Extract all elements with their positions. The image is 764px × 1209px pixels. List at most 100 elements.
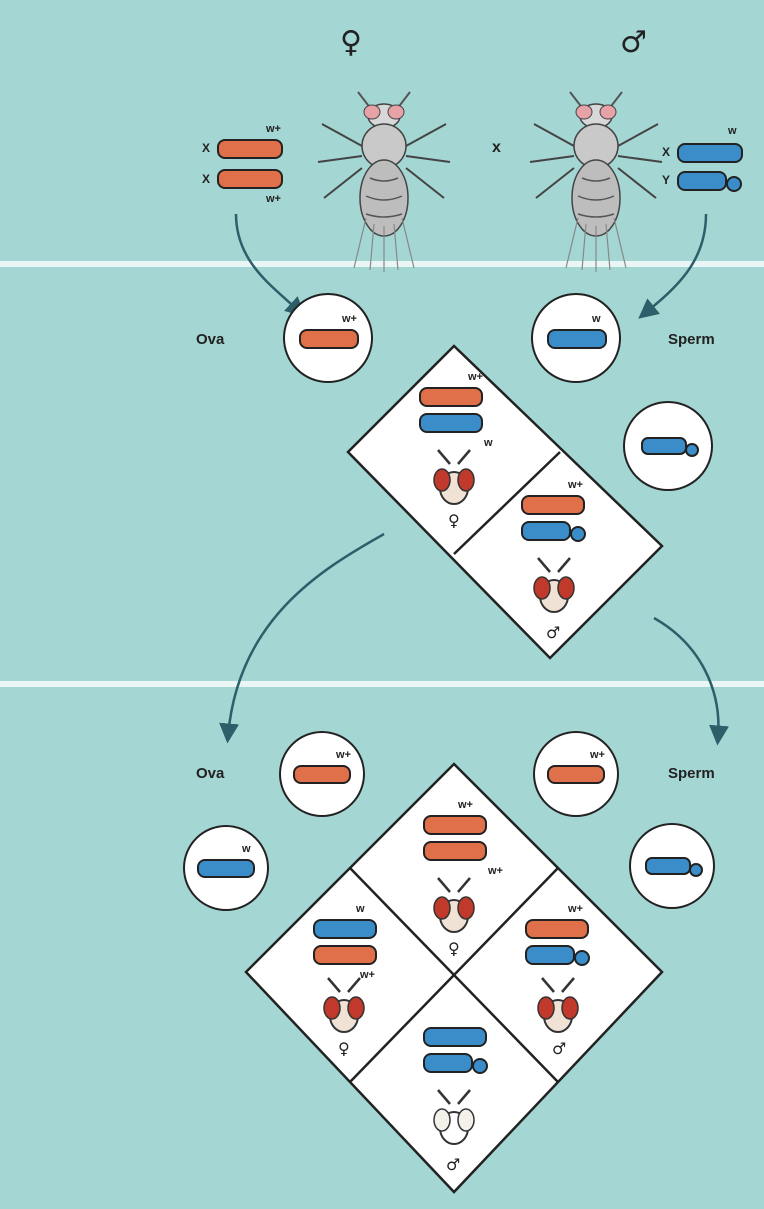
f2-ovum-white-gamete: w (183, 825, 269, 911)
f2-punnett-square (244, 762, 664, 1194)
allele-label: w+ (359, 969, 375, 981)
f1-female-offspring: w+ w ♀ (419, 371, 493, 530)
f1-generation-label: F1 Generation (34, 513, 194, 595)
f2-ovum-wild-type-gamete: w+ (279, 731, 365, 817)
y-chromosome-hook (570, 526, 586, 542)
allele-label: w (727, 125, 737, 137)
allele-label: w+ (467, 371, 483, 383)
arrow-to-f2-sperm (653, 616, 729, 746)
f2-ova-label: Ova (196, 765, 225, 782)
red-eyed-fly-icon (537, 977, 579, 1033)
allele-label: w (591, 313, 601, 325)
f1-sperm-x-gamete: w (531, 293, 621, 383)
male-symbol: ♂ (552, 1039, 566, 1058)
y-chromosome-hook (472, 1058, 488, 1074)
x-label: X (202, 172, 210, 186)
y-chromosome-hook (689, 863, 703, 877)
f1-sperm-label: Sperm (668, 331, 715, 348)
allele-label: w+ (487, 865, 503, 877)
f2-sperm-y-gamete (629, 823, 715, 909)
f1-ova-label: Ova (196, 331, 225, 348)
x-chromosome-wild-type (217, 169, 283, 189)
y-chromosome (645, 857, 691, 875)
f2-generation-label: F2 Generation (34, 1108, 194, 1190)
x-chromosome-wild-type (423, 841, 487, 861)
female-symbol: ♀ (448, 939, 460, 958)
y-chromosome-hook (726, 176, 742, 192)
male-symbol: ♂ (446, 1155, 460, 1174)
p-male-fly-drawing (529, 91, 663, 273)
p-female-symbol: ♀ (340, 25, 362, 60)
allele-label: w (241, 843, 251, 855)
y-label: Y (662, 173, 670, 187)
f2-male-white-eyed-offspring: ♂ (423, 1027, 488, 1174)
x-chromosome-wild-type (293, 765, 351, 784)
allele-label: w+ (335, 749, 351, 761)
x-chromosome-wild-type (521, 495, 585, 515)
p-male-genotype: X Y w (662, 125, 743, 192)
x-chromosome-white (419, 413, 483, 433)
x-label: X (662, 145, 670, 159)
p-male-symbol: ♂ (620, 25, 647, 60)
arrow-to-ova (234, 213, 306, 318)
allele-label: w+ (567, 903, 583, 915)
red-eyed-fly-icon (433, 877, 475, 933)
y-chromosome-hook (685, 443, 699, 457)
cross-symbol: x (492, 139, 501, 156)
y-chromosome-hook (574, 950, 590, 966)
f2-generation-letter: F (106, 1122, 117, 1141)
x-chromosome-wild-type (419, 387, 483, 407)
x-chromosome-white (423, 1027, 487, 1047)
allele-label: w+ (457, 799, 473, 811)
white-eyed-fly-icon (433, 1089, 475, 1145)
x-chromosome-wild-type (525, 919, 589, 939)
y-chromosome (641, 437, 687, 455)
red-eyed-fly-icon (323, 977, 365, 1033)
f2-generation-subscript: 2 (116, 1133, 122, 1144)
allele-label: w+ (567, 479, 583, 491)
y-chromosome (521, 521, 571, 541)
f2-generation-word: Generation (76, 1143, 152, 1160)
y-chromosome (677, 171, 727, 191)
f2-female-heterozygous-offspring: w w+ ♀ (313, 903, 377, 1058)
x-chromosome-wild-type (423, 815, 487, 835)
f2-male-red-eyed-offspring: w+ ♂ (525, 903, 590, 1058)
f1-punnett-square (346, 344, 664, 660)
x-chromosome-white (313, 919, 377, 939)
x-chromosome-white (547, 329, 607, 349)
allele-label: w (355, 903, 365, 915)
x-chromosome-wild-type (217, 139, 283, 159)
p-female-fly-drawing (317, 91, 451, 273)
x-chromosome-wild-type (547, 765, 605, 784)
x-chromosome-white (677, 143, 743, 163)
f2-sperm-x-gamete: w+ (533, 731, 619, 817)
x-chromosome-wild-type (299, 329, 359, 349)
p-generation-letter: P (108, 34, 120, 53)
f1-generation-subscript: 1 (116, 538, 122, 549)
x-chromosome-wild-type (313, 945, 377, 965)
female-symbol: ♀ (338, 1039, 350, 1058)
red-eyed-fly-icon (533, 557, 575, 613)
f2-sperm-label: Sperm (668, 765, 715, 782)
y-chromosome (423, 1053, 473, 1073)
arrow-to-sperm (638, 213, 708, 319)
p-generation-label: P Generation (34, 22, 194, 104)
f1-generation-word: Generation (76, 548, 152, 565)
allele-label: w (483, 437, 493, 449)
x-label: X (202, 141, 210, 155)
allele-label: w+ (265, 193, 281, 205)
p-generation-word: Generation (76, 53, 152, 70)
male-symbol: ♂ (546, 623, 560, 642)
f1-sperm-y-gamete (623, 401, 713, 491)
arrow-to-f2-ova (219, 532, 385, 744)
allele-label: w+ (265, 123, 281, 135)
female-symbol: ♀ (448, 511, 460, 530)
f2-female-homozygous-offspring: w+ w+ ♀ (423, 799, 503, 958)
p-female-genotype: X X w+ w+ (202, 123, 283, 205)
red-eyed-fly-icon (433, 449, 475, 505)
x-chromosome-white (197, 859, 255, 878)
allele-label: w+ (589, 749, 605, 761)
